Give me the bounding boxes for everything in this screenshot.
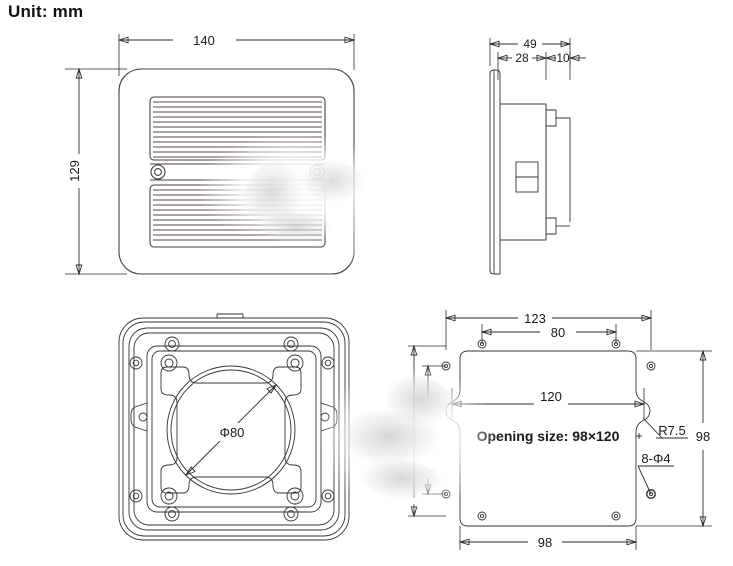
front-center-band [150,163,325,181]
front-width-value: 140 [193,33,215,48]
front-height-dimension: 129 [65,67,127,276]
front-louver-upper [149,96,326,161]
center-mark: + [635,429,642,443]
side-total-depth-value: 49 [523,37,537,51]
cutout-bottom-span-value: 98 [538,535,552,550]
side-tab-depth-dimension: 10 [544,51,586,80]
cutout-outer-width-dimension: 123 [444,310,653,350]
corner-radius-value: R7.5 [658,423,685,438]
opening-size-note: Opening size: 98×120 [477,428,620,444]
side-connector-block [515,161,539,193]
cutout-bottom-span-dimension: 98 [458,526,638,550]
cutout-top-hole-span-dimension: 80 [480,324,618,344]
rear-bore-value: Φ80 [220,425,245,440]
cutout-opening-height-dimension: 98 [636,349,712,528]
cutout-opening-width-value: 120 [540,389,562,404]
cutout-left-dimension-stubs [408,344,446,518]
side-view: 49 28 10 [488,37,586,275]
cutout-top-hole-span-value: 80 [551,325,565,340]
side-tab-lower [546,217,570,235]
rear-bore-circle [166,365,296,495]
rear-view: Φ80 [118,313,350,541]
cutout-outer-width-value: 123 [524,311,546,326]
cutout-template-view: 123 80 120 [408,310,712,550]
front-louver-lower [149,184,326,248]
front-width-dimension: 140 [117,33,356,76]
cutout-opening-width-dimension: 120 [450,388,646,418]
front-height-value: 129 [67,160,82,182]
side-tab-upper [546,109,571,222]
side-total-depth-dimension: 49 [488,37,572,66]
hole-callout-value: 8-Φ4 [641,451,670,466]
unit-label: Unit: mm [8,2,84,21]
rear-bore-dimension: Φ80 [184,384,278,476]
hole-callout: 8-Φ4 [637,451,674,499]
side-tab-depth-value: 10 [556,51,570,65]
cutout-opening-height-value: 98 [696,429,710,444]
front-view: 140 129 [65,33,356,276]
corner-radius-callout: R7.5 [642,417,688,439]
rear-bore-frame [160,366,302,494]
front-screw-left [150,164,166,180]
side-body [500,103,547,241]
side-body-depth-value: 28 [515,51,529,65]
side-body-depth-dimension: 28 [496,51,548,80]
side-faceplate [489,69,501,275]
front-screw-right [309,164,325,180]
